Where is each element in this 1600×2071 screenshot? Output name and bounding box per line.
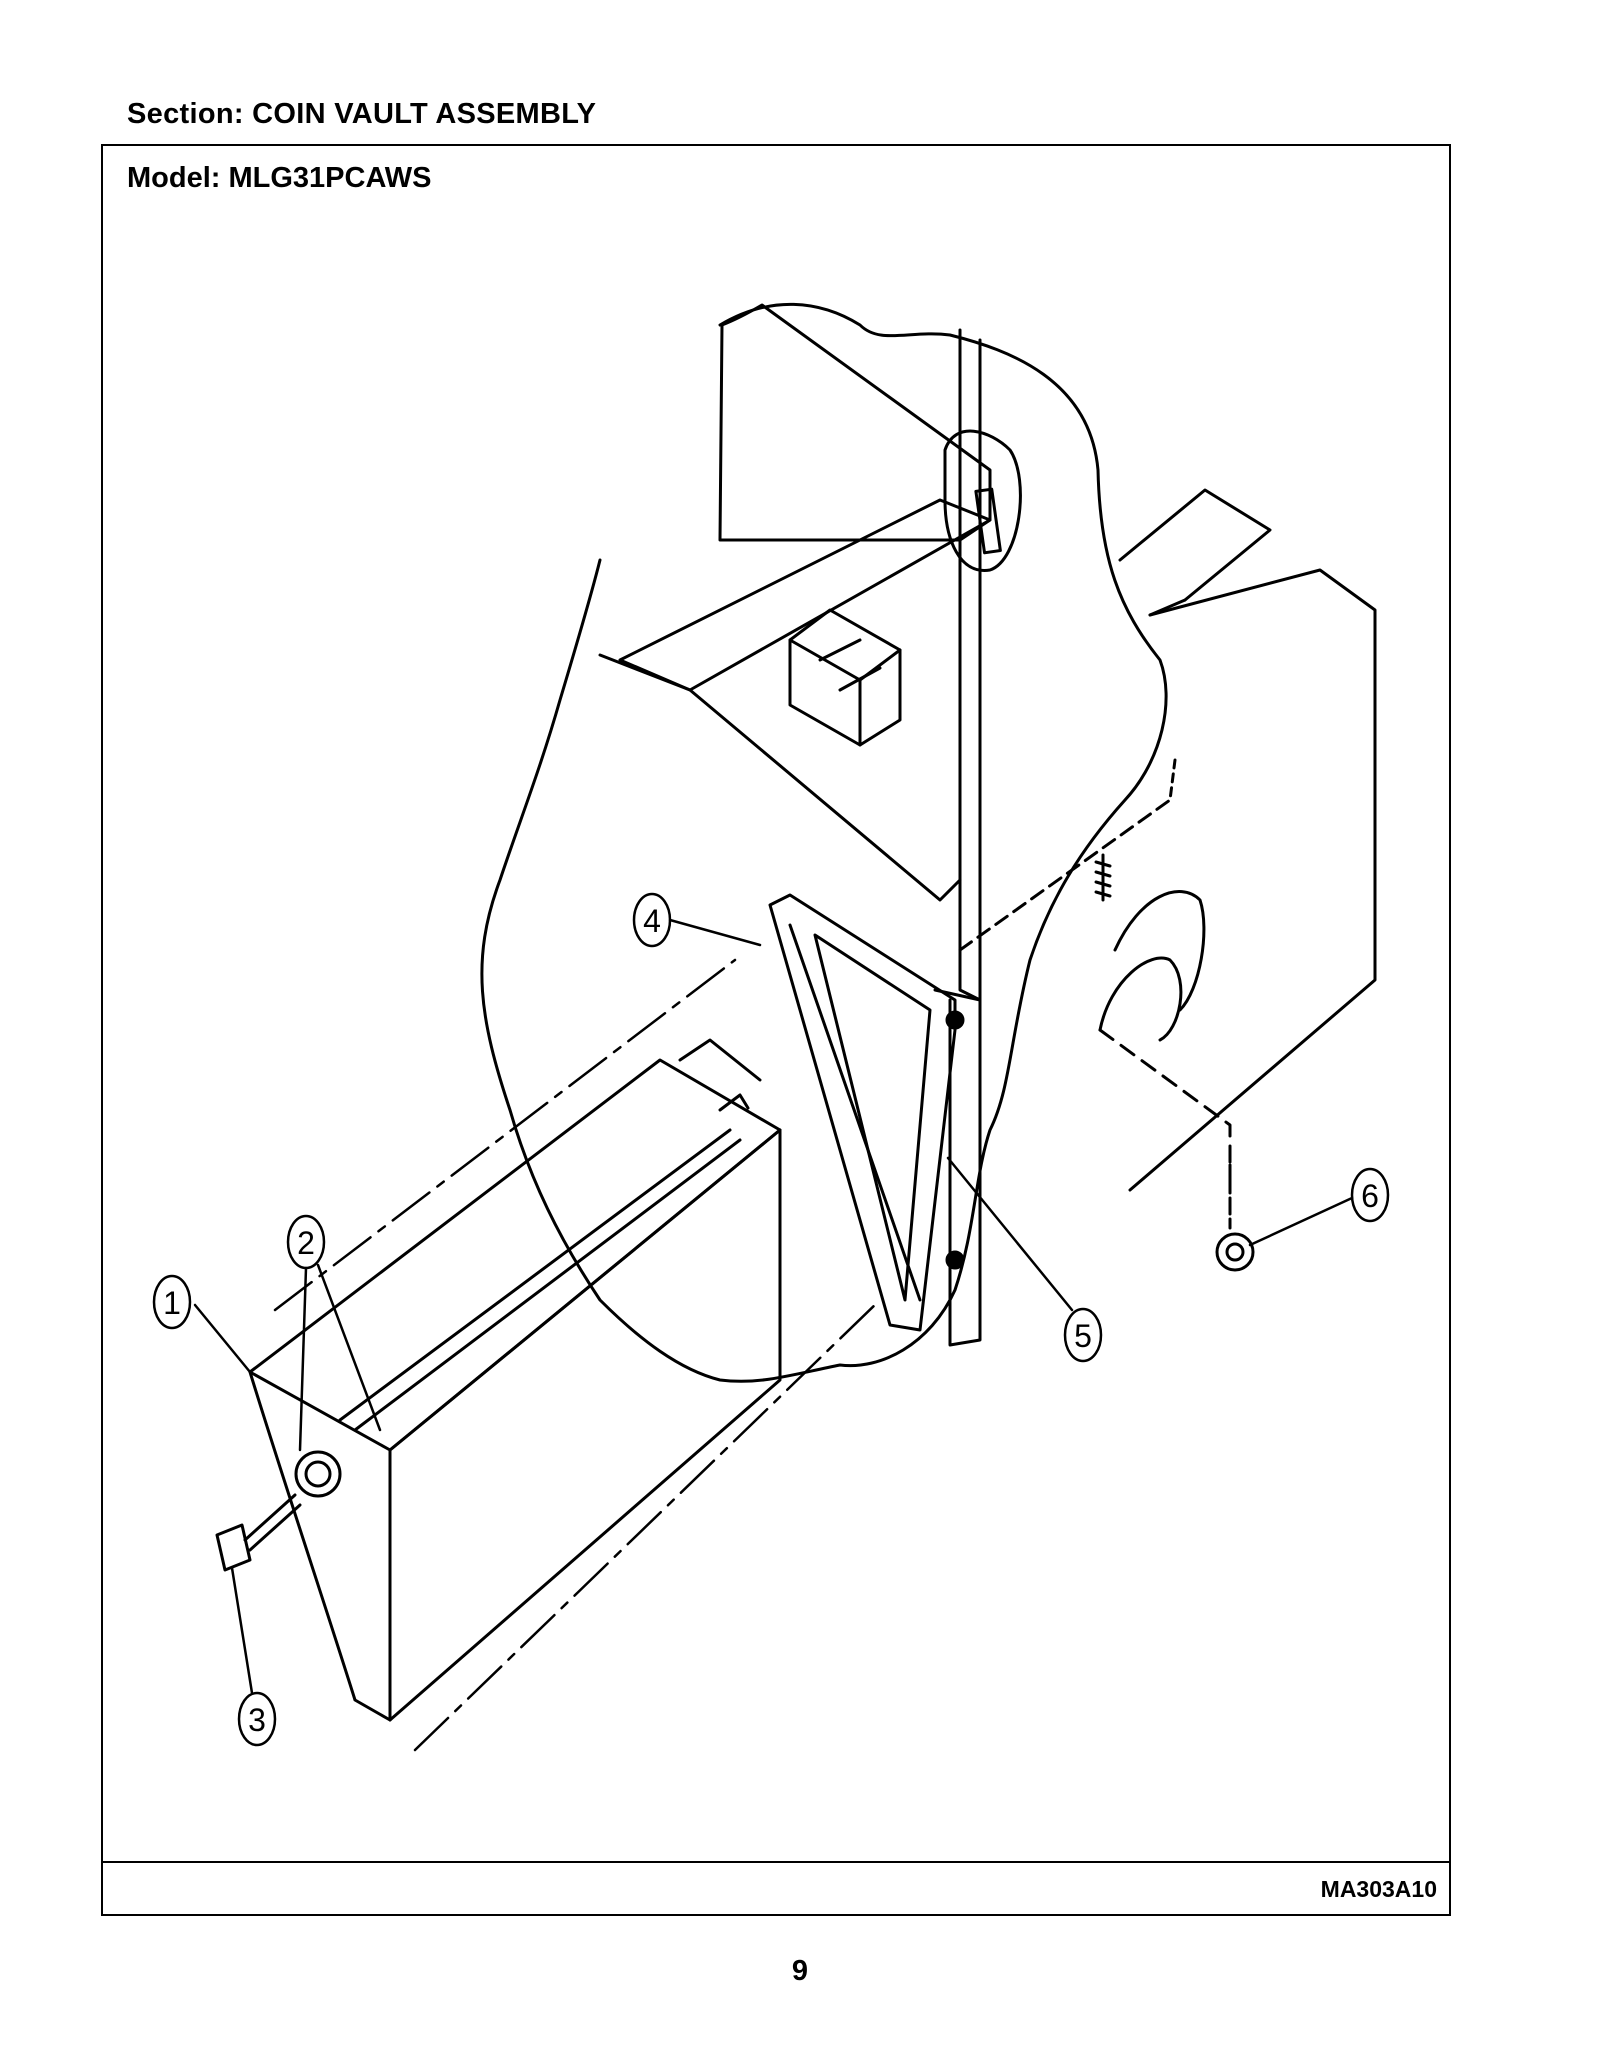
diagram-frame: Model: MLG31PCAWS MA303A10 [101, 144, 1451, 1916]
callout-label-2: 2 [297, 1225, 315, 1261]
callout-label-3: 3 [248, 1702, 266, 1738]
key [215, 1493, 302, 1572]
callout-6 [1248, 1167, 1390, 1247]
footer-divider [103, 1861, 1449, 1863]
cabinet-cutaway [480, 302, 1377, 1383]
callout-5 [946, 1156, 1103, 1363]
drawing-code: MA303A10 [1320, 1876, 1437, 1902]
callout-4 [632, 892, 762, 948]
model-label: Model: MLG31PCAWS [127, 162, 432, 194]
callout-label-5: 5 [1074, 1318, 1092, 1354]
coin-vault-drawer [248, 1038, 782, 1722]
callout-2 [286, 1214, 382, 1452]
nut [1215, 1163, 1255, 1272]
callout-3 [230, 1566, 277, 1747]
page-number: 9 [791, 1955, 809, 1987]
screw [1094, 853, 1112, 902]
callout-label-6: 6 [1361, 1178, 1379, 1214]
callout-1 [152, 1274, 252, 1374]
coin-chute [768, 893, 957, 1332]
section-title: Section: COIN VAULT ASSEMBLY [127, 98, 597, 130]
exploded-view-lines [273, 958, 882, 1752]
callout-label-1: 1 [163, 1285, 181, 1321]
vault-bracket [933, 988, 982, 1347]
callout-label-4: 4 [643, 903, 661, 939]
